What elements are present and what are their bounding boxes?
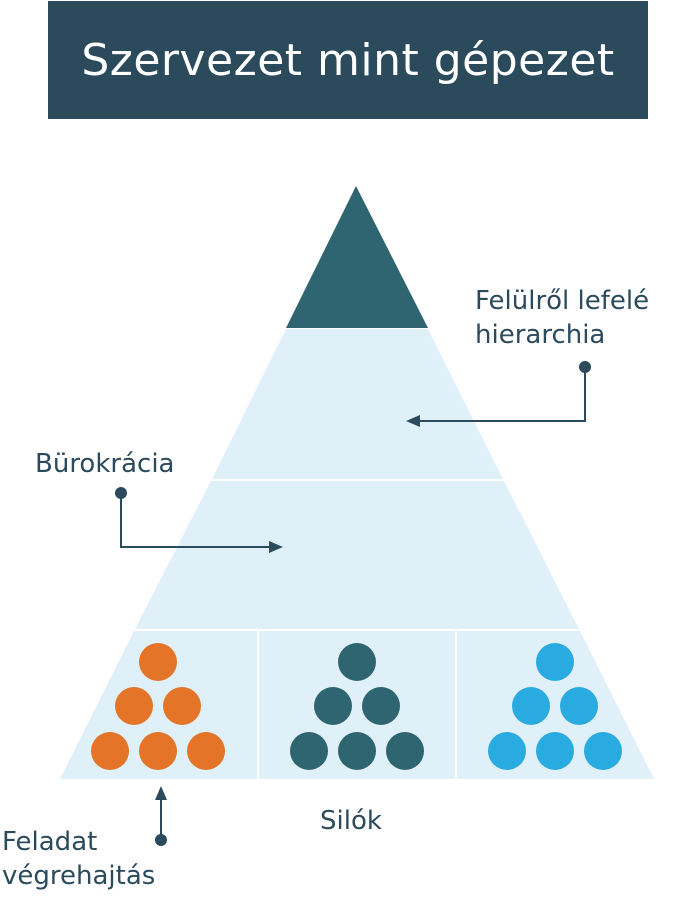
label-hierarchy: Felülről lefelé hierarchia bbox=[475, 284, 649, 352]
pyramid-tier-bureaucracy bbox=[135, 481, 579, 629]
label-bureaucracy: Bürokrácia bbox=[35, 449, 175, 479]
label-silos: Silók bbox=[320, 806, 382, 836]
silo-teal-dot bbox=[338, 732, 376, 770]
label-task-line1: Feladat bbox=[2, 827, 98, 857]
label-task: Feladat végrehajtás bbox=[2, 825, 155, 893]
silo-teal-dot bbox=[362, 687, 400, 725]
silo-dots-blue bbox=[488, 643, 622, 770]
silo-teal-dot bbox=[314, 687, 352, 725]
silo-orange-dot bbox=[139, 732, 177, 770]
hierarchy-connector bbox=[406, 361, 591, 427]
silo-orange-dot bbox=[139, 643, 177, 681]
silo-orange-dot bbox=[115, 687, 153, 725]
label-hierarchy-line2: hierarchia bbox=[475, 320, 606, 350]
silo-orange-dot bbox=[91, 732, 129, 770]
silo-blue-dot bbox=[584, 732, 622, 770]
silo-blue-dot bbox=[560, 687, 598, 725]
silo-teal-dot bbox=[338, 643, 376, 681]
silo-orange-dot bbox=[163, 687, 201, 725]
page-title: Szervezet mint gépezet bbox=[81, 34, 615, 86]
silo-teal-dot bbox=[290, 732, 328, 770]
silo-orange-dot bbox=[187, 732, 225, 770]
silo-dots-teal bbox=[290, 643, 424, 770]
silo-blue-dot bbox=[488, 732, 526, 770]
label-hierarchy-line1: Felülről lefelé bbox=[475, 286, 650, 316]
silo-blue-dot bbox=[536, 643, 574, 681]
bureaucracy-connector bbox=[115, 487, 283, 553]
task-connector bbox=[155, 786, 167, 846]
pyramid-tier-hierarchy bbox=[212, 329, 503, 479]
pyramid-apex bbox=[286, 186, 428, 328]
silo-dots-orange bbox=[91, 643, 225, 770]
silo-blue-dot bbox=[536, 732, 574, 770]
label-task-line2: végrehajtás bbox=[2, 861, 156, 891]
silo-teal-dot bbox=[386, 732, 424, 770]
silo-blue-dot bbox=[512, 687, 550, 725]
title-banner: Szervezet mint gépezet bbox=[48, 1, 648, 119]
